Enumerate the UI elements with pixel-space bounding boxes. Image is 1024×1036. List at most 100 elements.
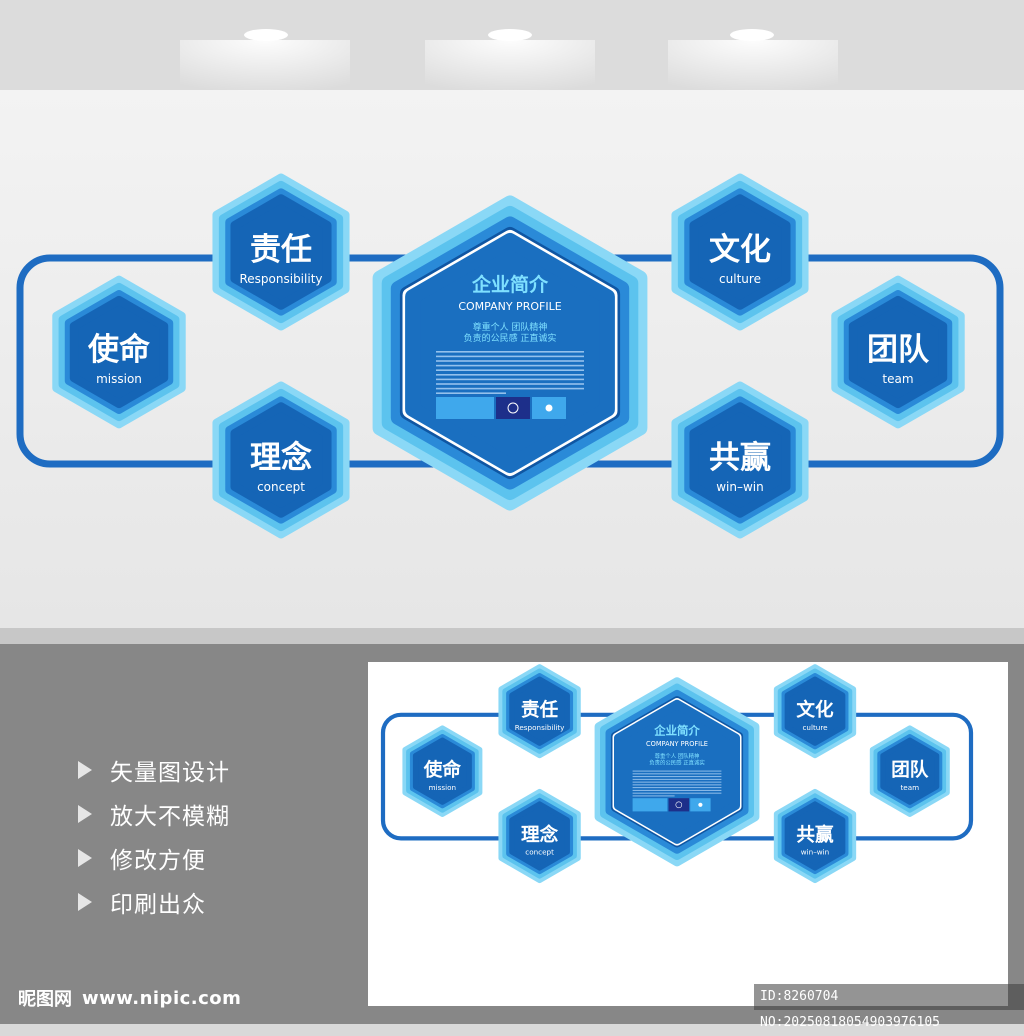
image-id-tag: ID:8260704 NO:20250818054903976105 bbox=[754, 984, 1024, 1030]
logo-text: 昵图网 bbox=[18, 989, 72, 1010]
center-body-line bbox=[436, 374, 584, 376]
hex-responsibility: 责任 Responsibility bbox=[212, 173, 350, 331]
play-triangle-icon bbox=[78, 893, 92, 911]
spotlight-1 bbox=[244, 29, 288, 41]
hex-mission-subtitle: mission bbox=[96, 372, 142, 386]
hex-culture-title: 文化 bbox=[796, 699, 834, 721]
hex-culture-ring-4 bbox=[784, 676, 846, 746]
center-slogan-1: 尊重个人 团队精神 bbox=[473, 321, 548, 333]
feature-item: 印刷出众 bbox=[78, 880, 230, 924]
center-body-line bbox=[436, 360, 584, 362]
feature-item: 矢量图设计 bbox=[78, 748, 230, 792]
people-icon bbox=[698, 802, 703, 807]
center-body-line bbox=[436, 387, 584, 390]
hex-responsibility-subtitle: Responsibility bbox=[239, 272, 322, 286]
center-body-line bbox=[632, 770, 722, 772]
hex-winwin: 共赢 win–win bbox=[671, 381, 809, 539]
hex-culture-subtitle: culture bbox=[719, 272, 761, 286]
feature-label: 修改方便 bbox=[110, 848, 206, 874]
hero-wall-design: 使命 mission 责任 Responsibility 理念 concept 文化cult… bbox=[16, 173, 1004, 539]
hex-mission-ring-4 bbox=[69, 295, 169, 409]
hex-winwin-subtitle: win–win bbox=[716, 480, 764, 494]
spotlight-3 bbox=[730, 29, 774, 41]
hex-responsibility-ring-4 bbox=[230, 194, 332, 310]
play-triangle-icon bbox=[78, 761, 92, 779]
center-photo-2 bbox=[496, 397, 530, 419]
center-slogan-1: 尊重个人 团队精神 bbox=[655, 752, 700, 760]
globe-icon bbox=[675, 801, 683, 809]
hex-team-title: 团队 bbox=[867, 332, 930, 368]
center-title: 企业简介 bbox=[653, 724, 700, 738]
center-slogan-2: 负责的公民感 正直诚实 bbox=[464, 332, 557, 344]
feature-label: 印刷出众 bbox=[110, 892, 206, 918]
center-body-line bbox=[436, 378, 584, 381]
globe-icon bbox=[507, 402, 519, 414]
center-subtitle: COMPANY PROFILE bbox=[646, 740, 708, 748]
logo-url[interactable]: www.nipic.com bbox=[82, 987, 242, 1009]
hex-concept-ring-4 bbox=[509, 801, 570, 871]
center-subtitle: COMPANY PROFILE bbox=[458, 300, 561, 313]
hex-concept-subtitle: concept bbox=[257, 480, 305, 494]
feature-label: 矢量图设计 bbox=[110, 760, 230, 786]
hex-culture-ring-4 bbox=[689, 194, 791, 310]
center-body-line bbox=[632, 773, 722, 775]
hex-mission-subtitle: mission bbox=[429, 783, 456, 792]
hex-team: 团队 team bbox=[831, 275, 965, 429]
people-icon bbox=[545, 404, 553, 412]
center-body-line bbox=[436, 383, 584, 385]
hex-team-ring-4 bbox=[848, 295, 948, 409]
hex-team-subtitle: team bbox=[900, 783, 919, 792]
play-triangle-icon bbox=[78, 805, 92, 823]
hex-mission-title: 使命 bbox=[87, 332, 151, 368]
center-photo-1 bbox=[436, 397, 494, 419]
feature-item: 放大不模糊 bbox=[78, 792, 230, 836]
center-slogan-2: 负责的公民感 正直诚实 bbox=[649, 759, 705, 767]
center-body-line bbox=[436, 369, 584, 371]
center-body-line bbox=[436, 355, 584, 358]
spotlights bbox=[180, 29, 838, 100]
watermark-logo: 昵图网 www.nipic.com bbox=[18, 985, 241, 1011]
center-body-line bbox=[632, 776, 722, 778]
hex-culture-subtitle: culture bbox=[802, 723, 828, 732]
center-body-line bbox=[436, 351, 584, 353]
hex-winwin-title: 共赢 bbox=[709, 440, 771, 476]
center-body-line bbox=[632, 789, 722, 791]
hex-concept: 理念 concept bbox=[212, 381, 350, 539]
hex-mission-ring-4 bbox=[412, 737, 472, 805]
hex-team-subtitle: team bbox=[882, 372, 913, 386]
hex-winwin-ring-4 bbox=[784, 801, 846, 871]
hex-winwin-subtitle: win–win bbox=[801, 848, 829, 857]
hex-culture: 文化 culture bbox=[773, 664, 857, 759]
spotlight-glow-1 bbox=[180, 40, 350, 100]
hex-concept-title: 理念 bbox=[521, 824, 559, 846]
spotlight-glow-2 bbox=[425, 40, 595, 100]
center-body-line bbox=[436, 392, 506, 394]
hex-mission: 使命 mission bbox=[52, 275, 186, 429]
center-photo-2 bbox=[668, 798, 689, 812]
hex-concept-title: 理念 bbox=[250, 440, 312, 476]
hex-responsibility-title: 责任 bbox=[250, 232, 312, 268]
hex-team-ring-4 bbox=[880, 737, 940, 805]
hex-responsibility-ring-4 bbox=[509, 676, 570, 746]
spotlight-glow-3 bbox=[668, 40, 838, 100]
center-body-line bbox=[632, 781, 722, 783]
hex-winwin-ring-4 bbox=[689, 402, 791, 518]
center-photo-1 bbox=[632, 798, 668, 812]
wall-floor-edge bbox=[0, 628, 1024, 644]
center-title: 企业简介 bbox=[471, 273, 549, 296]
hex-team: 团队 team bbox=[869, 725, 950, 817]
hex-concept-ring-4 bbox=[230, 402, 332, 518]
hex-responsibility-title: 责任 bbox=[521, 699, 559, 721]
center-body-line bbox=[436, 364, 584, 367]
hex-team-title: 团队 bbox=[891, 759, 929, 781]
feature-item: 修改方便 bbox=[78, 836, 230, 880]
feature-label: 放大不模糊 bbox=[110, 804, 230, 830]
